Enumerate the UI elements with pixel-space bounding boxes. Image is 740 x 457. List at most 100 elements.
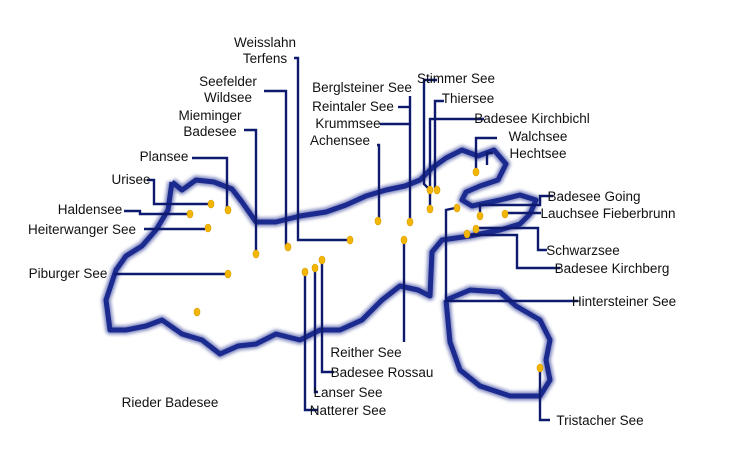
hechtsee-leader-line: [485, 151, 493, 165]
badesee-going-label[interactable]: Badesee Going: [547, 189, 640, 204]
berglsteiner-see-label-line: Berglsteiner See: [312, 80, 412, 95]
badesee-going-marker[interactable]: [476, 211, 484, 221]
hechtsee-label[interactable]: Hechtsee: [509, 146, 566, 161]
mieminger-badesee-label-line: Badesee: [183, 124, 236, 139]
walchsee-leader-line: [474, 136, 497, 170]
thiersee-label[interactable]: Thiersee: [442, 91, 495, 106]
haldensee-label[interactable]: Haldensee: [58, 202, 123, 217]
weisslahn-terfens-marker[interactable]: [346, 235, 354, 245]
berglsteiner-see-marker[interactable]: [406, 217, 414, 227]
hechtsee-label-line: Hechtsee: [509, 146, 566, 161]
badesee-kirchberg-label[interactable]: Badesee Kirchberg: [555, 261, 670, 276]
walchsee-label[interactable]: Walchsee: [509, 129, 568, 144]
weisslahn-terfens-leader-line: [294, 56, 348, 242]
piburger-see-label[interactable]: Piburger See: [29, 266, 108, 281]
haldensee-leader-line: [124, 209, 188, 216]
reither-see-label[interactable]: Reither See: [330, 345, 401, 360]
reintaler-see-label[interactable]: Reintaler See: [312, 99, 394, 114]
achensee-marker[interactable]: [374, 216, 382, 226]
badesee-rossau-label[interactable]: Badesee Rossau: [331, 365, 434, 380]
seefelder-wildsee-label-line: Wildsee: [204, 90, 252, 105]
walchsee-marker[interactable]: [472, 167, 480, 177]
stimmer-see-marker[interactable]: [426, 185, 434, 195]
seefelder-wildsee-marker[interactable]: [284, 242, 292, 252]
urisee-label-line: Urisee: [111, 172, 150, 187]
hintersteiner-see-marker[interactable]: [453, 203, 461, 213]
walchsee-label-line: Walchsee: [509, 129, 568, 144]
tristacher-see-marker[interactable]: [536, 363, 544, 373]
east-tyrol-border-shadow: [441, 285, 555, 401]
hintersteiner-see-label[interactable]: Hintersteiner See: [572, 294, 676, 309]
badesee-rossau-marker[interactable]: [318, 255, 326, 265]
natterer-see-marker[interactable]: [301, 267, 309, 277]
piburger-see-marker[interactable]: [224, 269, 232, 279]
krummsee-label[interactable]: Krummsee: [315, 116, 380, 131]
achensee-label[interactable]: Achensee: [310, 133, 370, 148]
lauchsee-fieberbrunn-label-line: Lauchsee Fieberbrunn: [540, 206, 675, 221]
north-tyrol-border: [103, 147, 539, 357]
thiersee-marker[interactable]: [433, 185, 441, 195]
natterer-see-leader-line: [303, 274, 318, 412]
lanser-see-marker[interactable]: [311, 263, 319, 273]
schwarzsee-leader-line: [478, 226, 547, 252]
badesee-rossau-leader-line: [320, 262, 334, 374]
badesee-kirchbichl-label-line: Badesee Kirchbichl: [474, 111, 590, 126]
badesee-going-label-line: Badesee Going: [547, 189, 640, 204]
weisslahn-terfens-label-line: Weisslahn: [234, 35, 296, 50]
reither-see-marker[interactable]: [400, 235, 408, 245]
stimmer-see-label-line: Stimmer See: [417, 71, 495, 86]
mieminger-badesee-marker[interactable]: [252, 249, 260, 259]
badesee-rossau-label-line: Badesee Rossau: [331, 365, 434, 380]
lake-markers: [186, 167, 544, 373]
piburger-see-label-line: Piburger See: [29, 266, 108, 281]
east-tyrol-border: [443, 287, 553, 399]
mieminger-badesee-leader-line: [244, 128, 258, 252]
schwarzsee-marker[interactable]: [472, 224, 480, 234]
reither-see-label-line: Reither See: [330, 345, 401, 360]
reintaler-see-label-line: Reintaler See: [312, 99, 394, 114]
seefelder-wildsee-label-line: Seefelder: [199, 74, 257, 89]
badesee-kirchbichl-marker[interactable]: [426, 204, 434, 214]
hintersteiner-see-label-line: Hintersteiner See: [572, 294, 676, 309]
hintersteiner-see-leader-line: [444, 206, 578, 303]
plansee-leader-line: [192, 156, 229, 208]
rieder-badesee-label-line: Rieder Badesee: [122, 395, 219, 410]
thiersee-leader-line: [433, 99, 444, 188]
lanser-see-label-line: Lanser See: [313, 385, 382, 400]
heiterwanger-see-label-line: Heiterwanger See: [28, 222, 136, 237]
rieder-badesee-label[interactable]: Rieder Badesee: [122, 395, 219, 410]
achensee-leader-line: [377, 143, 381, 218]
badesee-kirchbichl-label[interactable]: Badesee Kirchbichl: [474, 111, 590, 126]
plansee-marker[interactable]: [224, 205, 232, 215]
badesee-going-leader-line: [478, 194, 553, 214]
weisslahn-terfens-label-line: Terfens: [243, 51, 288, 66]
tyrol-border: [101, 145, 555, 401]
heiterwanger-see-marker[interactable]: [204, 223, 212, 233]
badesee-kirchberg-leader-line: [470, 233, 560, 270]
stimmer-see-label[interactable]: Stimmer See: [417, 71, 495, 86]
lanser-see-label[interactable]: Lanser See: [313, 385, 382, 400]
mieminger-badesee-label-line: Mieminger: [178, 108, 242, 123]
krummsee-label-line: Krummsee: [315, 116, 380, 131]
natterer-see-label[interactable]: Natterer See: [310, 403, 387, 418]
lauchsee-fieberbrunn-marker[interactable]: [501, 209, 509, 219]
berglsteiner-see-label[interactable]: Berglsteiner See: [312, 80, 412, 95]
urisee-marker[interactable]: [207, 199, 215, 209]
haldensee-marker[interactable]: [186, 209, 194, 219]
tristacher-see-label[interactable]: Tristacher See: [556, 413, 643, 428]
urisee-label[interactable]: Urisee: [111, 172, 150, 187]
schwarzsee-label[interactable]: Schwarzsee: [546, 243, 620, 258]
badesee-kirchberg-marker[interactable]: [463, 229, 471, 239]
natterer-see-label-line: Natterer See: [310, 403, 387, 418]
tristacher-see-label-line: Tristacher See: [556, 413, 643, 428]
rieder-badesee-marker[interactable]: [193, 307, 201, 317]
plansee-label[interactable]: Plansee: [140, 149, 189, 164]
heiterwanger-see-label[interactable]: Heiterwanger See: [28, 222, 136, 237]
lauchsee-fieberbrunn-label[interactable]: Lauchsee Fieberbrunn: [540, 206, 675, 221]
haldensee-label-line: Haldensee: [58, 202, 123, 217]
plansee-label-line: Plansee: [140, 149, 189, 164]
